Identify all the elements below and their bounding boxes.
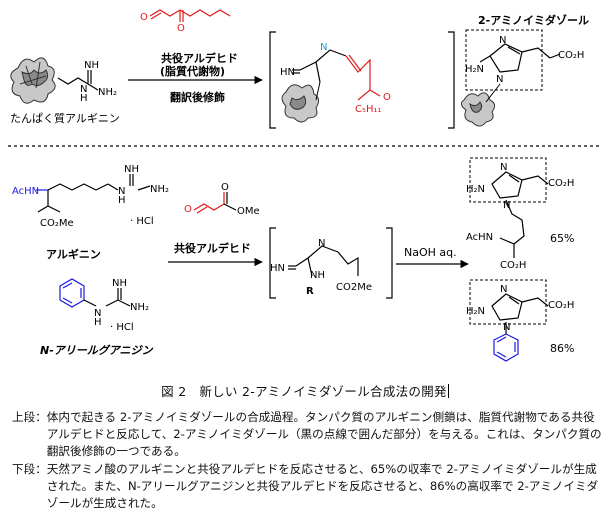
note-bottom-text: 天然アミノ酸のアルギニンと共役アルデヒドを反応させると、65%の収率で 2-アミ… [46, 461, 599, 511]
svg-text:N: N [318, 238, 325, 249]
note-bottom-label: 下段： [12, 461, 47, 476]
svg-text:CO₂H: CO₂H [548, 300, 574, 311]
svg-text:CO2Me: CO2Me [336, 282, 372, 293]
svg-text:O: O [221, 182, 229, 193]
svg-text:N: N [94, 308, 101, 319]
svg-text:O: O [184, 204, 192, 215]
svg-text:NH: NH [112, 278, 127, 289]
protein-structure-left [10, 57, 56, 104]
yield-65: 65% [550, 232, 574, 245]
note-top-label: 上段： [12, 410, 47, 424]
svg-text:R: R [306, 286, 314, 297]
product-title: 2-アミノイミダゾール [478, 13, 589, 27]
arginine-label: アルギニン [46, 247, 101, 261]
svg-text:N: N [499, 35, 506, 46]
svg-text:H: H [80, 93, 88, 104]
svg-text:O: O [177, 23, 185, 34]
bracket-right-bottom [386, 227, 393, 299]
svg-text:N: N [118, 186, 125, 197]
intermediate-bottom [288, 245, 359, 277]
svg-text:HN: HN [280, 67, 295, 78]
bracket-left-top [269, 31, 276, 129]
svg-text:C₅H₁₁: C₅H₁₁ [355, 104, 382, 115]
svg-text:N: N [503, 322, 510, 333]
figure-caption: 図 2 新しい 2-アミノイミダゾール合成法の開発 [0, 381, 610, 400]
protein-structure-mid [281, 84, 320, 123]
svg-text:CO₂Me: CO₂Me [40, 218, 74, 229]
aminoimidazole-product2 [491, 293, 549, 334]
phenyl-ring-left [59, 278, 85, 308]
arginine-structure [37, 174, 151, 213]
guanidine-top [57, 70, 99, 91]
reagent-sublabel: (脂質代謝物) [160, 64, 225, 78]
svg-text:N: N [496, 74, 503, 85]
dashed-box-product1 [469, 157, 547, 203]
aldehyde-label: 共役アルデヒド [174, 241, 251, 255]
intermediate-top [292, 49, 347, 83]
svg-text:H₂N: H₂N [466, 306, 485, 317]
svg-text:· HCl: · HCl [110, 322, 134, 333]
svg-text:NH: NH [84, 60, 99, 71]
svg-text:NH₂: NH₂ [150, 184, 169, 195]
svg-text:O: O [383, 92, 391, 103]
svg-text:H₂N: H₂N [466, 184, 485, 195]
yield-86: 86% [550, 342, 574, 355]
dashed-box-product2 [469, 279, 547, 325]
process-label: 翻訳後修飾 [170, 90, 225, 104]
svg-text:H₂N: H₂N [465, 64, 484, 75]
svg-text:N: N [500, 162, 507, 173]
svg-text:AcHN: AcHN [12, 186, 39, 197]
conjugated-aldehyde-bottom [193, 192, 225, 214]
phenyl-ring-product [493, 333, 519, 362]
svg-text:NH: NH [124, 164, 139, 175]
figure-number: 図 2 [161, 384, 187, 399]
svg-text:H: H [118, 195, 126, 206]
svg-text:H: H [94, 317, 102, 328]
svg-text:OMe: OMe [237, 206, 260, 217]
svg-text:CO₂H: CO₂H [548, 178, 574, 189]
text-cursor [447, 384, 449, 398]
note-top: 上段： 体内で起きる 2-アミノイミダゾールの合成過程。タンパク質のアルギニン側… [12, 409, 602, 461]
bracket-right-top [448, 31, 455, 129]
naoh-label: NaOH aq. [404, 246, 457, 259]
svg-text:HN: HN [270, 263, 285, 274]
note-top-text: 体内で起きる 2-アミノイミダゾールの合成過程。タンパク質のアルギニン側鎖は、脂… [46, 410, 602, 459]
svg-text:O: O [140, 12, 148, 23]
svg-text:NH₂: NH₂ [130, 302, 149, 313]
nh-label: N [80, 84, 87, 95]
svg-text:NH: NH [310, 270, 325, 281]
protein-label: たんぱく質アルギニン [10, 111, 120, 125]
svg-text:CO₂H: CO₂H [558, 50, 584, 61]
svg-text:· HCl: · HCl [130, 216, 154, 227]
figure-title: 新しい 2-アミノイミダゾール合成法の開発 [199, 384, 447, 399]
svg-text:CO₂H: CO₂H [500, 260, 526, 271]
reagent-label: 共役アルデヒド [161, 51, 238, 65]
dashed-box-top [465, 29, 543, 91]
figure-notes: 上段： 体内で起きる 2-アミノイミダゾールの合成過程。タンパク質のアルギニン側… [12, 409, 602, 512]
note-bottom: 下段： 天然アミノ酸のアルギニンと共役アルデヒドを反応させると、65%の収率で … [12, 461, 602, 512]
svg-text:N: N [320, 42, 327, 53]
bracket-left-bottom [269, 227, 276, 299]
svg-text:NH₂: NH₂ [98, 87, 117, 98]
svg-text:AcHN: AcHN [466, 232, 493, 243]
aminoimidazole-product1 [491, 171, 549, 258]
svg-text:N: N [500, 284, 507, 295]
svg-text:N: N [503, 200, 510, 211]
guanidine-label: N-アリールグアニジン [40, 344, 154, 357]
conjugated-aldehyde-top [149, 9, 231, 22]
aminoimidazole-top [479, 43, 561, 73]
